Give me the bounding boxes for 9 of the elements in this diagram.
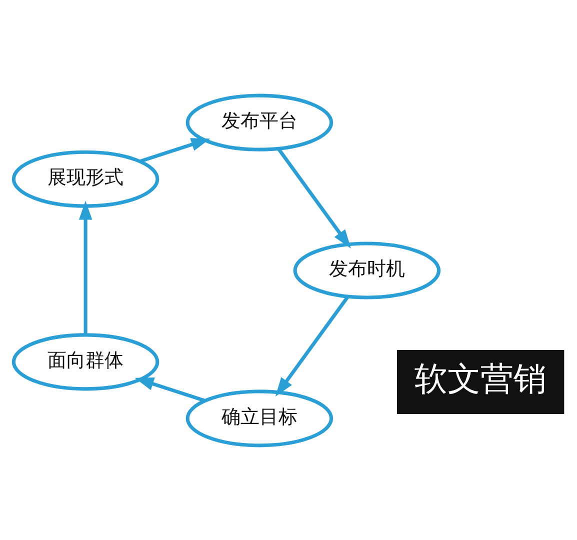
- node-box: 软文营销: [396, 349, 564, 414]
- node-ellipse: 发布时机: [293, 241, 441, 299]
- arrow: [276, 147, 351, 248]
- arrow: [275, 295, 350, 396]
- node-ellipse: 确立目标: [186, 389, 334, 447]
- arrow: [78, 200, 92, 334]
- node-ellipse: 展现形式: [12, 150, 160, 208]
- arrow: [134, 376, 206, 402]
- arrow: [140, 138, 210, 163]
